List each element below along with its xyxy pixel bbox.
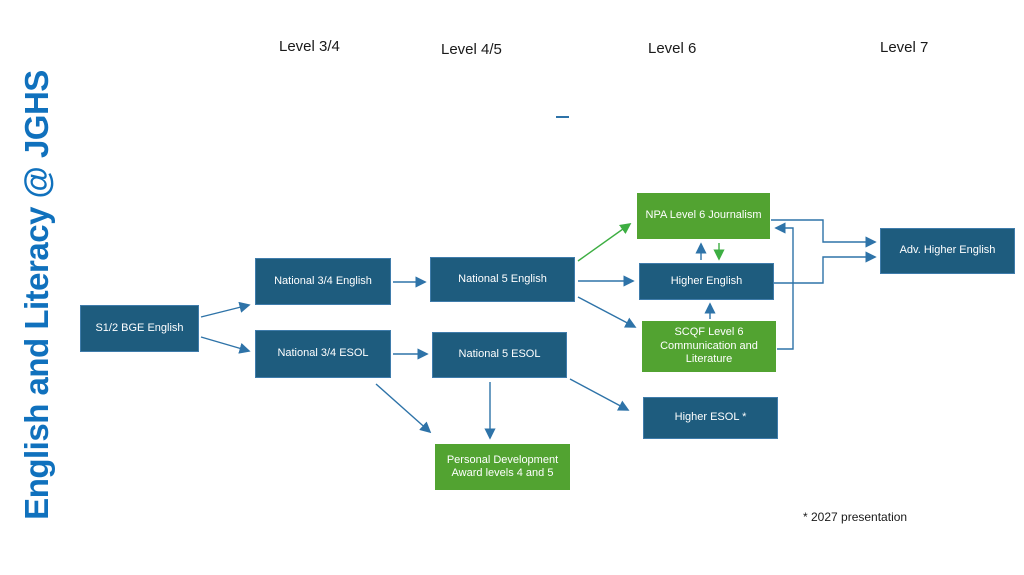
node-s12-bge-english: S1/2 BGE English — [80, 305, 199, 352]
arrow-national34-esol-to-pda — [375, 383, 432, 434]
connector-higher-english-to-adv-higher — [774, 251, 877, 284]
node-national34-esol: National 3/4 ESOL — [255, 330, 391, 378]
node-national34-english: National 3/4 English — [255, 258, 391, 305]
arrow-national5-english-to-scqf — [577, 296, 637, 328]
node-national5-english: National 5 English — [430, 257, 575, 302]
level-header-6: Level 6 — [648, 40, 697, 57]
node-npa-level6-journalism: NPA Level 6 Journalism — [637, 193, 770, 239]
level-header-4-5: Level 4/5 — [441, 41, 502, 58]
connector-scqf-to-npa — [774, 222, 794, 350]
connector-npa-to-adv-higher — [771, 219, 877, 248]
level-header-7: Level 7 — [880, 39, 929, 56]
arrow-national5-english-to-npa-journalism — [577, 223, 632, 262]
footnote-2027-presentation: * 2027 presentation — [803, 510, 908, 524]
node-personal-dev-award: Personal Development Award levels 4 and … — [435, 444, 570, 490]
level-header-3-4: Level 3/4 — [279, 38, 340, 55]
node-higher-english: Higher English — [639, 263, 774, 300]
arrow-s12-to-national34-esol — [200, 336, 251, 354]
node-higher-esol: Higher ESOL * — [643, 397, 778, 439]
node-scqf-level6: SCQF Level 6 Communication and Literatur… — [642, 321, 776, 372]
stray-dash — [556, 116, 569, 118]
arrow-national5-esol-to-higher-esol — [569, 378, 630, 411]
arrow-s12-to-national34-english — [200, 301, 251, 318]
node-national5-esol: National 5 ESOL — [432, 332, 567, 378]
node-adv-higher-english: Adv. Higher English — [880, 228, 1015, 274]
page-title: English and Literacy @ JGHS — [18, 70, 55, 520]
